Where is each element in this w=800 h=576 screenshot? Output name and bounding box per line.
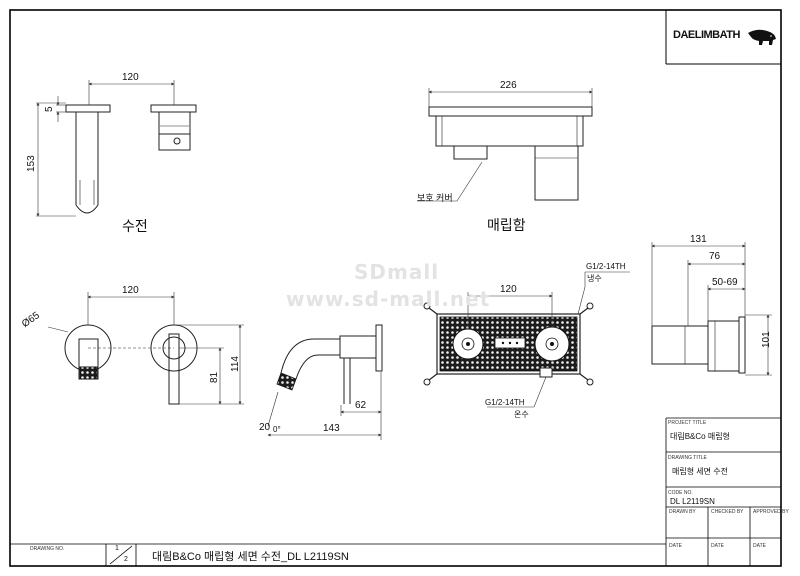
drawing-title-bottom: 대림B&Co 매립형 세면 수전_DL L2119SN bbox=[152, 551, 349, 563]
date-label-drawn: DATE bbox=[669, 543, 682, 549]
drawing-no-label: DRAWING NO. bbox=[30, 546, 65, 552]
sheet-border bbox=[9, 9, 782, 567]
dim-lines-section bbox=[651, 242, 772, 376]
dim-120-top: 120 bbox=[122, 72, 139, 83]
drawing-title: 매립형 세면 수전 bbox=[672, 467, 728, 476]
dim-62: 62 bbox=[355, 400, 367, 411]
dim-101: 101 bbox=[761, 331, 772, 348]
dim-226: 226 bbox=[500, 80, 517, 91]
dim-120-box: 120 bbox=[500, 284, 517, 295]
project-title-label: PROJECT TITLE bbox=[668, 420, 707, 426]
dim-131: 131 bbox=[690, 234, 707, 245]
logo-box bbox=[665, 10, 781, 65]
dim-5: 5 bbox=[44, 106, 55, 112]
drawn-by-label: DRAWN BY bbox=[669, 509, 696, 515]
dim-81: 81 bbox=[209, 371, 220, 383]
faucet-front-view bbox=[64, 324, 198, 405]
hot-thread-spec: G1/2-14TH bbox=[485, 398, 525, 407]
approved-by-label: APPROVED BY bbox=[753, 509, 789, 515]
date-label-checked: DATE bbox=[711, 543, 724, 549]
dim-153: 153 bbox=[26, 155, 37, 172]
dim-114: 114 bbox=[230, 356, 241, 372]
dim-120-front: 120 bbox=[122, 285, 139, 296]
brand-logo-text: DAELIMBATH bbox=[673, 29, 740, 41]
dim-76: 76 bbox=[709, 251, 721, 262]
dim-143: 143 bbox=[323, 423, 340, 434]
spout-side-view bbox=[65, 104, 111, 214]
dim-50-69: 50-69 bbox=[712, 277, 738, 288]
code-no: DL L2119SN bbox=[670, 497, 715, 506]
dim-20: 20 bbox=[259, 422, 271, 433]
dim-lines-front bbox=[47, 292, 244, 405]
hot-water-label: 온수 bbox=[514, 410, 529, 419]
dim-lines-box bbox=[417, 88, 593, 202]
bottom-bar bbox=[10, 543, 666, 566]
checked-by-label: CHECKED BY bbox=[711, 509, 744, 515]
sheet-number: 1 bbox=[115, 545, 119, 552]
spout-view-caption: 수전 bbox=[122, 218, 148, 234]
box-view-caption: 매립함 bbox=[487, 217, 526, 233]
box-front-view bbox=[423, 302, 594, 386]
cold-thread-spec: G1/2-14TH bbox=[586, 262, 626, 271]
watermark-line2: www.sd-mall.net bbox=[286, 287, 491, 311]
box-top-view bbox=[428, 106, 593, 201]
title-block bbox=[665, 417, 781, 566]
bear-logo-icon bbox=[748, 29, 776, 45]
dim-lines-side bbox=[267, 372, 382, 440]
dim-angle-0: 0° bbox=[273, 425, 281, 434]
cover-callout-label: 보호 커버 bbox=[417, 193, 453, 203]
cold-water-label: 냉수 bbox=[587, 274, 602, 283]
date-label-approved: DATE bbox=[753, 543, 766, 549]
faucet-side-view bbox=[280, 324, 383, 404]
drawing-title-label: DRAWING TITLE bbox=[668, 455, 707, 461]
dim-lines-box-front bbox=[467, 271, 630, 408]
aerator-mesh bbox=[79, 366, 98, 380]
watermark-line1: SDmall bbox=[354, 260, 440, 284]
code-no-label: CODE NO. bbox=[668, 490, 693, 496]
dim-lines-spout bbox=[36, 80, 175, 217]
sheet-total: 2 bbox=[124, 556, 128, 563]
project-title: 대림B&Co 매립형 bbox=[670, 432, 730, 441]
side-aerator-mesh bbox=[276, 372, 297, 391]
spout-end-view bbox=[150, 104, 197, 151]
box-side-section bbox=[651, 316, 746, 374]
